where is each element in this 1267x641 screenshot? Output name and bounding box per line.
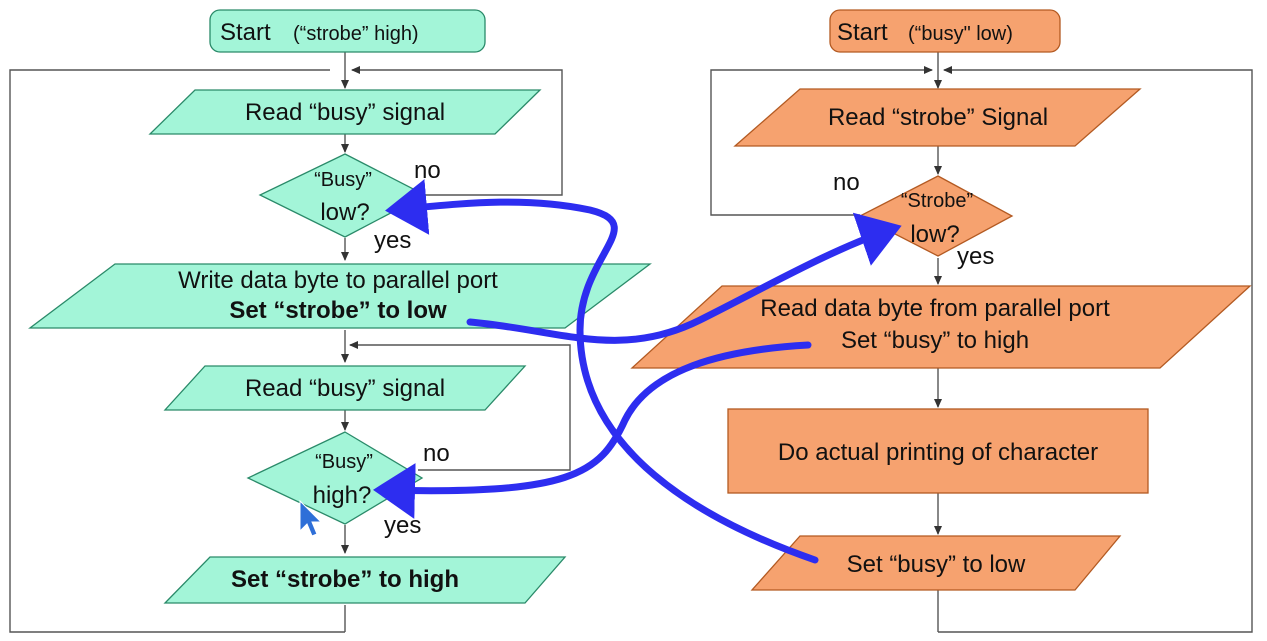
left-read-busy-label-1: Read “busy” signal bbox=[245, 99, 445, 126]
left-start-paren: (“strobe” high) bbox=[293, 23, 419, 45]
left-write-data-step: Write data byte to parallel port Set “st… bbox=[28, 263, 652, 329]
right-decision-strobe-low: “Strobe” low? no yes bbox=[833, 169, 1014, 270]
left-decision-busy-high: “Busy” high? no yes bbox=[246, 431, 450, 539]
left-start-title: Start bbox=[220, 19, 271, 46]
handshake-arrows bbox=[373, 179, 902, 564]
right-decision-line2: low? bbox=[910, 221, 959, 248]
outer-loop-frame-right bbox=[938, 66, 1253, 633]
handshake-arrow-busy-high bbox=[373, 341, 812, 519]
left-read-busy-step-2: Read “busy” signal bbox=[163, 365, 527, 411]
left-decision-1-no: no bbox=[414, 157, 441, 184]
right-decision-yes: yes bbox=[957, 243, 994, 270]
left-set-strobe-high-label: Set “strobe” to high bbox=[231, 566, 459, 593]
left-decision-busy-low: “Busy” low? no yes bbox=[258, 153, 441, 254]
right-flowchart: Start (“busy" low) Read “strobe” Signal … bbox=[630, 9, 1253, 633]
right-start-title: Start bbox=[837, 19, 888, 46]
left-flowchart: Start (“strobe” high) Read “busy” signal… bbox=[9, 9, 652, 633]
busy-high-no-loop bbox=[349, 341, 571, 471]
right-read-strobe-label: Read “strobe” Signal bbox=[828, 104, 1048, 131]
right-set-busy-low-label: Set “busy” to low bbox=[847, 551, 1026, 578]
right-set-busy-low-step: Set “busy” to low bbox=[750, 535, 1122, 591]
handshake-arrow-strobe-low bbox=[466, 212, 902, 344]
busy-low-no-loop bbox=[351, 66, 563, 196]
right-start-terminal: Start (“busy" low) bbox=[829, 9, 1061, 53]
left-start-terminal: Start (“strobe” high) bbox=[209, 9, 486, 53]
right-read-data-line2: Set “busy” to high bbox=[841, 327, 1029, 354]
right-read-data-line1: Read data byte from parallel port bbox=[760, 295, 1110, 322]
left-read-busy-step-1: Read “busy” signal bbox=[148, 89, 542, 135]
left-decision-2-line2: high? bbox=[313, 482, 372, 509]
left-decision-2-no: no bbox=[423, 440, 450, 467]
right-print-step: Do actual printing of character bbox=[727, 408, 1149, 494]
strobe-low-no-loop bbox=[710, 66, 933, 216]
right-decision-no: no bbox=[833, 169, 860, 196]
left-decision-2-yes: yes bbox=[384, 512, 421, 539]
left-write-line2: Set “strobe” to low bbox=[229, 297, 447, 324]
left-read-busy-label-2: Read “busy” signal bbox=[245, 375, 445, 402]
right-decision-line1: “Strobe” bbox=[901, 190, 973, 212]
left-set-strobe-high-step: Set “strobe” to high bbox=[163, 556, 567, 604]
left-decision-2-line1: “Busy” bbox=[315, 451, 373, 473]
right-print-label: Do actual printing of character bbox=[778, 439, 1098, 466]
outer-loop-frame-left bbox=[9, 69, 345, 633]
right-read-strobe-step: Read “strobe” Signal bbox=[733, 88, 1142, 147]
left-decision-1-line1: “Busy” bbox=[314, 169, 372, 191]
left-decision-1-line2: low? bbox=[320, 199, 369, 226]
right-read-data-step: Read data byte from parallel port Set “b… bbox=[630, 285, 1252, 369]
right-start-paren: (“busy" low) bbox=[908, 23, 1013, 45]
mouse-pointer-icon bbox=[299, 499, 323, 537]
left-write-line1: Write data byte to parallel port bbox=[178, 267, 498, 294]
handshake-arrow-busy-low bbox=[385, 179, 819, 564]
left-decision-1-yes: yes bbox=[374, 227, 411, 254]
